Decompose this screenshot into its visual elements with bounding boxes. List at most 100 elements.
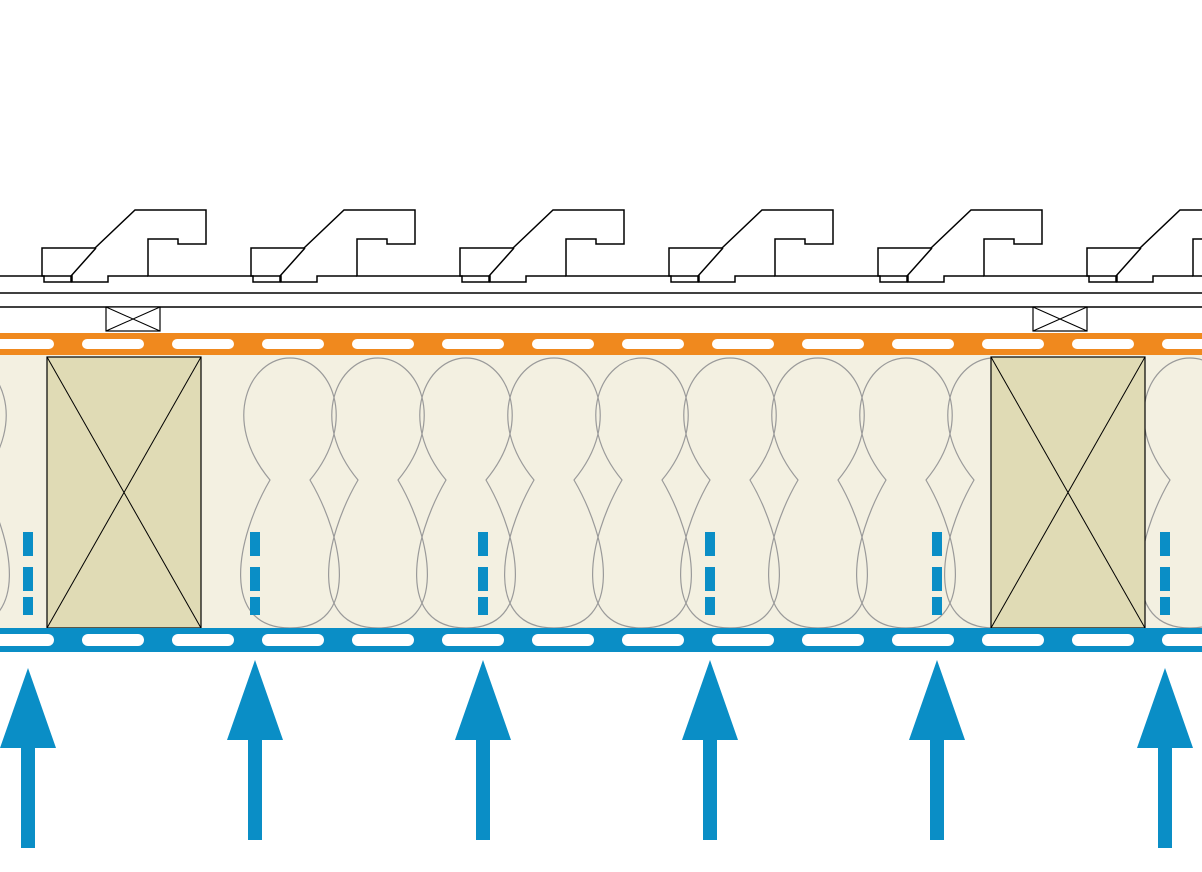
arrow-head [227, 660, 283, 740]
vapour-dash [1160, 597, 1170, 615]
vapour-arrow [682, 660, 738, 840]
rafter [46, 356, 202, 629]
roof-tile [721, 209, 933, 283]
membrane-dash [802, 634, 864, 646]
vapour-dash [705, 597, 715, 615]
vapour-dash [23, 597, 33, 615]
rafter-cross [990, 356, 1146, 629]
membrane-dash [442, 634, 504, 646]
arrow-head [1137, 668, 1193, 748]
membrane-dash [1072, 339, 1134, 349]
counter-batten-line [0, 292, 1202, 308]
batten [105, 306, 161, 332]
membrane-dash [892, 634, 954, 646]
orange-membrane-band [0, 333, 1202, 355]
vapour-flow-arrows [0, 660, 1193, 848]
roof-tiles [0, 209, 1202, 283]
membrane-dash [1162, 339, 1202, 349]
membrane-dash [82, 634, 144, 646]
vapour-dash [250, 597, 260, 615]
roof-tile-edge [668, 247, 775, 283]
vapour-dash [478, 567, 488, 591]
membrane-dash [352, 634, 414, 646]
rafter [990, 356, 1146, 629]
membrane-dash [352, 339, 414, 349]
membrane-dash [802, 339, 864, 349]
rafters [46, 356, 1146, 629]
membrane-dash [172, 634, 234, 646]
membrane-dash [0, 339, 54, 349]
insulation-lobe [240, 357, 340, 629]
roof-tile [930, 209, 1142, 283]
membrane-dash [622, 339, 684, 349]
vapour-dash [1160, 567, 1170, 591]
roof-tile [94, 209, 306, 283]
insulation-lobe [328, 357, 428, 629]
arrow-shaft [930, 738, 944, 840]
membrane-dash [532, 339, 594, 349]
membrane-dash [712, 339, 774, 349]
vapour-dash [932, 532, 942, 556]
vapour-dash [932, 597, 942, 615]
membrane-dash [82, 339, 144, 349]
vapour-arrow [0, 668, 56, 848]
vapour-dash-column [478, 532, 488, 615]
arrow-shaft [476, 738, 490, 840]
vapour-dash [705, 567, 715, 591]
roof-tile [303, 209, 515, 283]
insulation-lobe [768, 357, 868, 629]
arrow-head [0, 668, 56, 748]
membrane-dash [982, 634, 1044, 646]
membrane-dash [0, 634, 54, 646]
vapour-dash [478, 532, 488, 556]
vapour-arrow [1137, 668, 1193, 848]
insulation-lobe [416, 357, 516, 629]
vapour-dash-lines [23, 532, 1170, 615]
membrane-dash [172, 339, 234, 349]
batten-cross [105, 306, 161, 332]
roof-tile-edge [250, 247, 357, 283]
insulation-lobe [856, 357, 956, 629]
vapour-dash [250, 567, 260, 591]
insulation-lobe [680, 357, 780, 629]
blue-vapour-membrane [0, 628, 1202, 652]
insulation-lobe [0, 385, 10, 611]
membrane-dash [1162, 634, 1202, 646]
vapour-dash-column [1160, 532, 1170, 615]
vapour-arrow [909, 660, 965, 840]
membrane-dash [982, 339, 1044, 349]
vapour-dash [705, 532, 715, 556]
vapour-dash [23, 532, 33, 556]
arrow-head [682, 660, 738, 740]
arrow-shaft [21, 746, 35, 848]
roof-tile [1139, 209, 1202, 277]
battens [105, 306, 1088, 332]
batten [1032, 306, 1088, 332]
vapour-dash-column [23, 532, 33, 615]
vapour-arrow [227, 660, 283, 840]
roof-tile-edge [459, 247, 566, 283]
membrane-dash [712, 634, 774, 646]
batten-cross [1032, 306, 1088, 332]
membrane-dash [1072, 634, 1134, 646]
rafter-cross [46, 356, 202, 629]
roof-tile-edge [41, 247, 148, 283]
roof-tile-edge [877, 247, 984, 283]
arrow-shaft [1158, 746, 1172, 848]
vapour-arrow [455, 660, 511, 840]
arrow-head [455, 660, 511, 740]
roof-tile-edge [1086, 247, 1193, 283]
roof-tile [512, 209, 724, 283]
membrane-dash [622, 634, 684, 646]
vapour-dash-column [705, 532, 715, 615]
vapour-dash [23, 567, 33, 591]
vapour-dash-column [250, 532, 260, 615]
vapour-dash [1160, 532, 1170, 556]
orange-membrane [0, 333, 1202, 355]
insulation-lobe [592, 357, 692, 629]
membrane-dash [532, 634, 594, 646]
membrane-dash [892, 339, 954, 349]
insulation-lobe [504, 357, 604, 629]
vapour-dash [932, 567, 942, 591]
